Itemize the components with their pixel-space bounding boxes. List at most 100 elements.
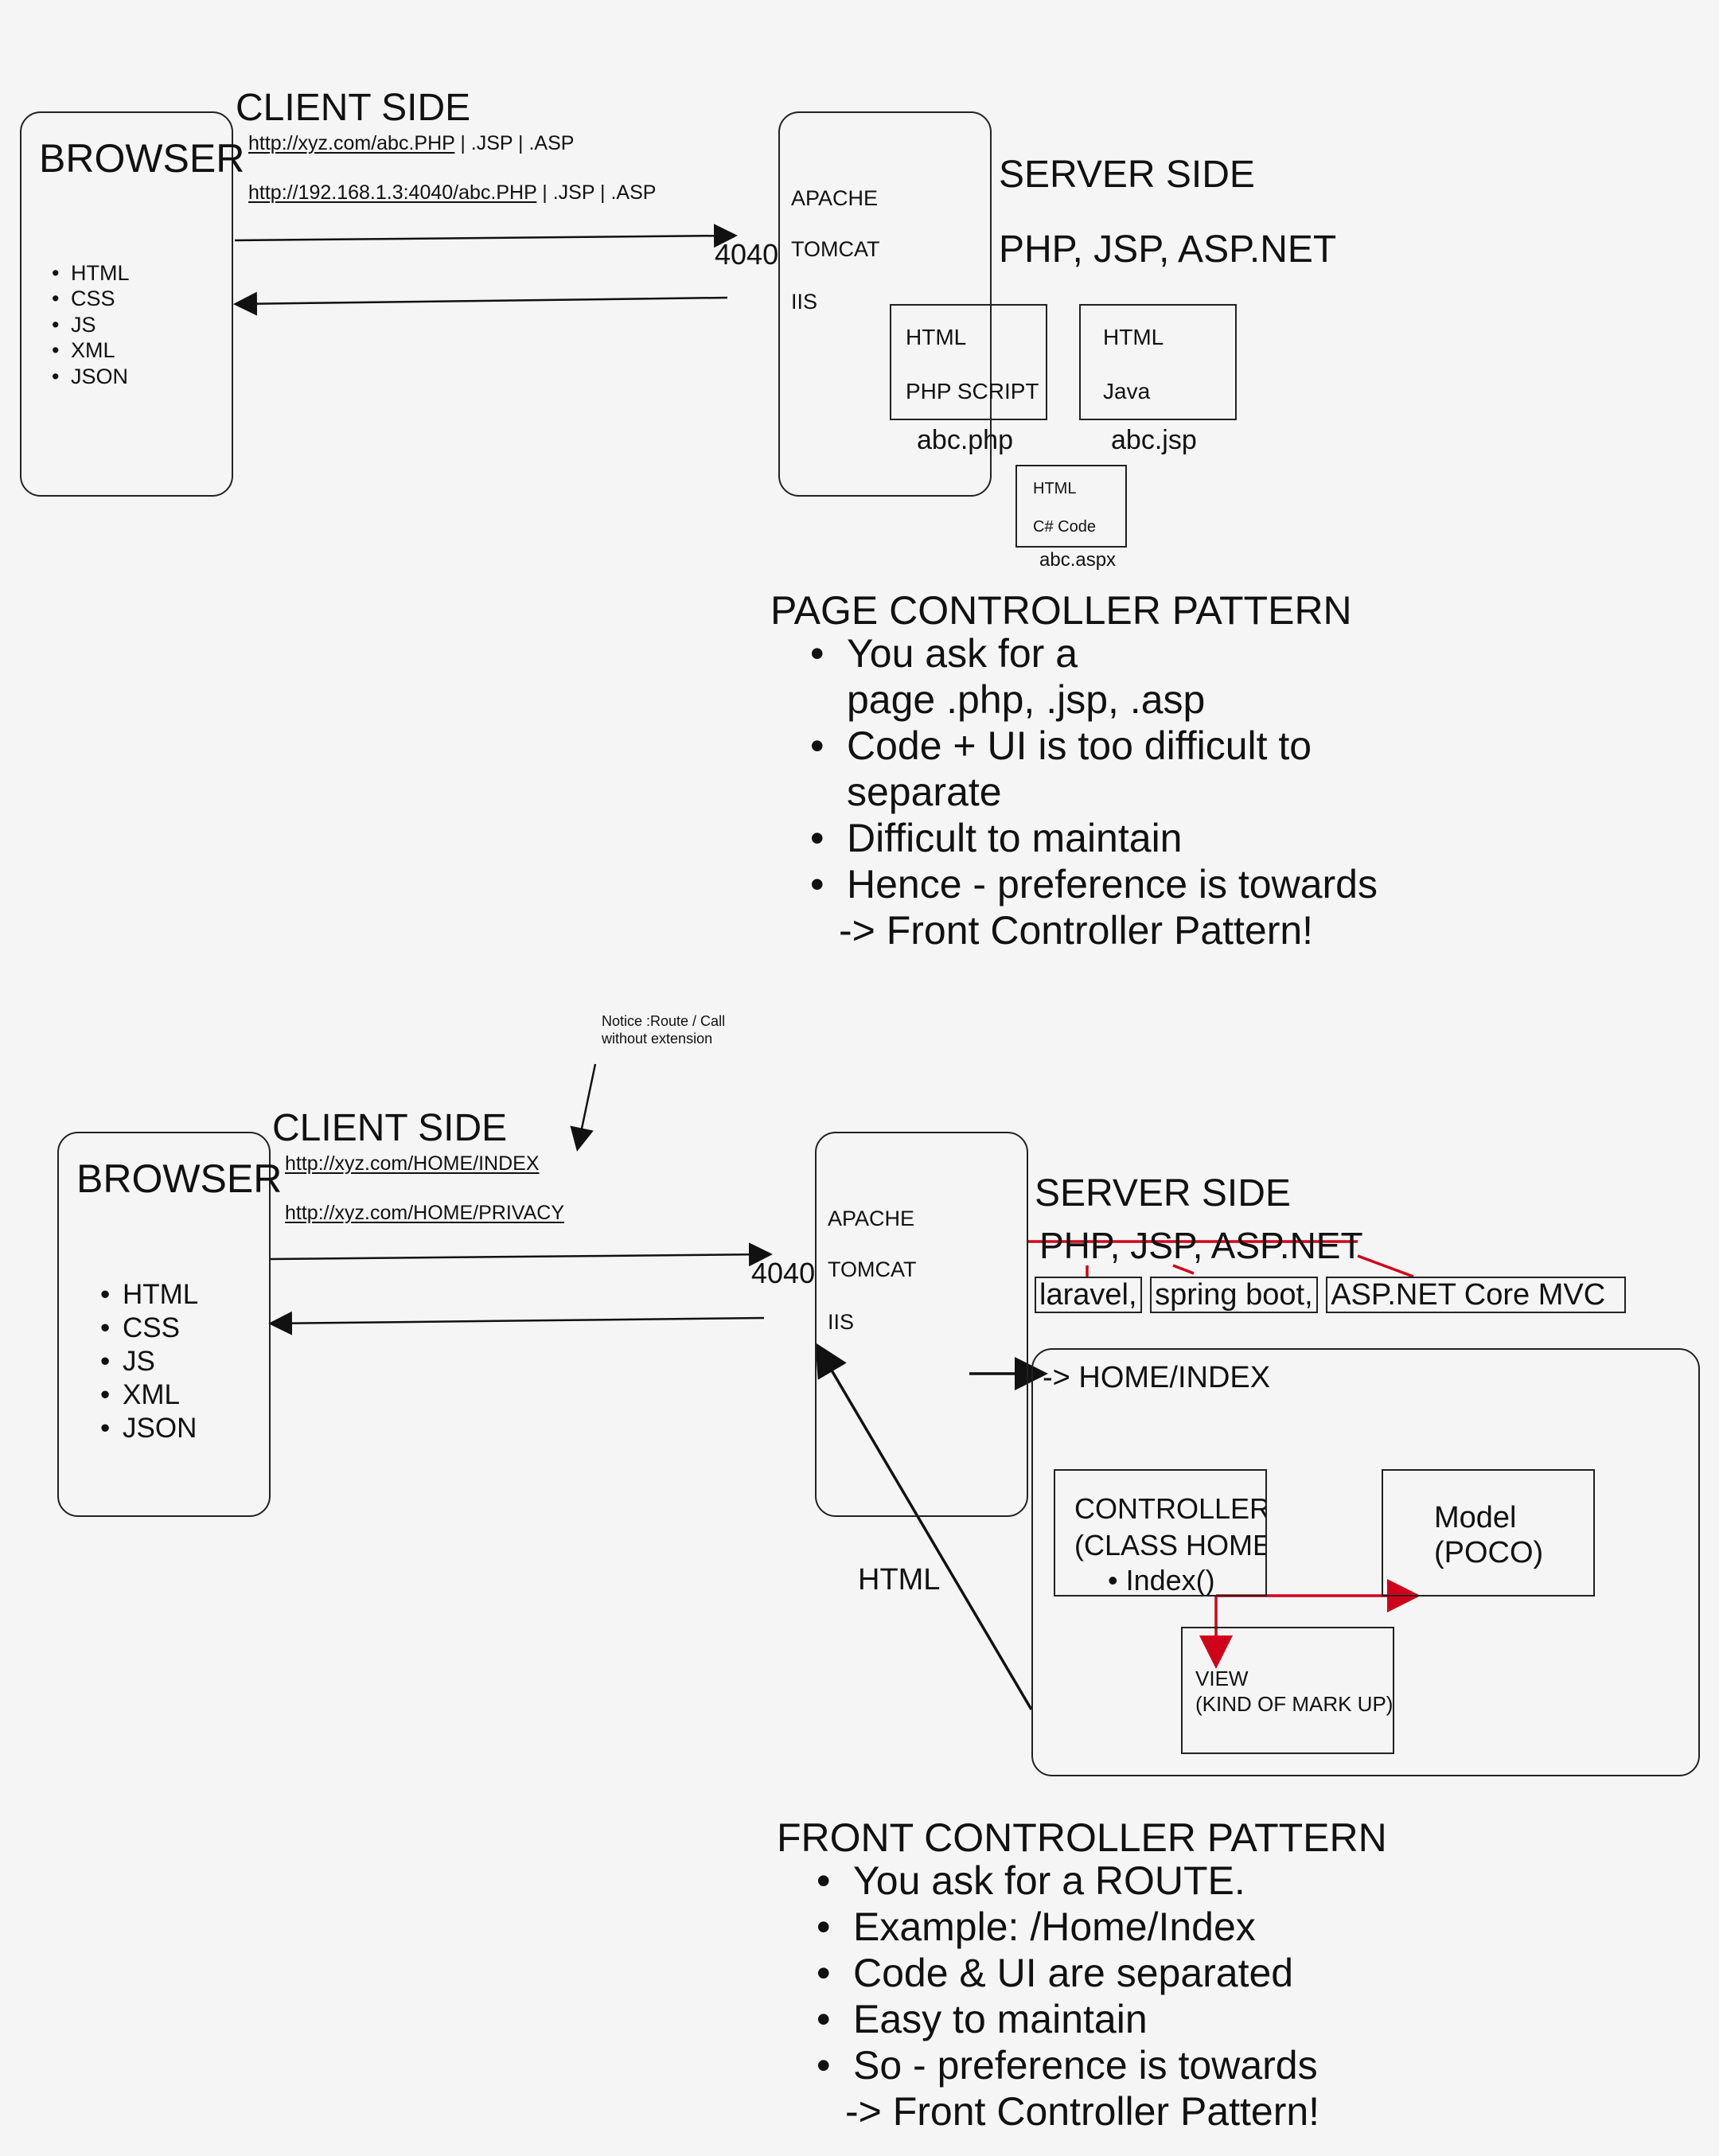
file-jsp-line2: Java <box>1103 379 1151 404</box>
top-url-1-rest: | .JSP | .ASP <box>454 132 575 154</box>
list-item: XML <box>52 337 130 364</box>
view-title: VIEW <box>1195 1667 1249 1690</box>
file-aspx-name: abc.aspx <box>1039 549 1117 571</box>
list-item: Difficult to maintain <box>847 816 1183 860</box>
model-box[interactable]: Model (POCO) <box>1382 1469 1595 1597</box>
top-url-2-link[interactable]: http://192.168.1.3:4040/abc.PHP <box>248 181 537 204</box>
top-server-title: SERVER SIDE <box>999 154 1255 196</box>
bottom-port-label: 4040 <box>751 1257 816 1289</box>
controller-action: • Index() <box>1108 1564 1215 1597</box>
bottom-server-tech-struck: PHP, JSP, ASP.NET <box>1039 1225 1363 1266</box>
bottom-response-arrow <box>268 1311 765 1335</box>
server-apache: APACHE <box>791 186 879 210</box>
list-item: Easy to maintain <box>853 1997 1148 2041</box>
file-php-box: HTML PHP SCRIPT <box>890 304 1047 420</box>
bottom-browser-label: BROWSER <box>76 1156 283 1201</box>
note-pointer-arrow <box>570 1063 597 1152</box>
list-item: JS <box>52 312 130 338</box>
list-item: JSON <box>100 1412 198 1445</box>
list-item: Code + UI is too difficult to <box>847 723 1312 768</box>
route-label: -> HOME/INDEX <box>1043 1361 1271 1394</box>
controller-action-label: Index() <box>1125 1564 1215 1597</box>
list-item: HTML <box>52 260 130 287</box>
top-client-title: CLIENT SIDE <box>236 87 471 129</box>
file-aspx-line2: C# Code <box>1033 518 1096 536</box>
list-item: • <box>810 631 824 676</box>
top-url-2-rest: | .JSP | .ASP <box>536 181 657 204</box>
list-item: Code & UI are separated <box>853 1951 1294 1995</box>
top-server-tech: PHP, JSP, ASP.NET <box>999 228 1337 271</box>
model-title: Model <box>1434 1501 1517 1534</box>
list-item: JS <box>100 1345 198 1378</box>
list-item: XML <box>100 1378 198 1412</box>
server-apache: APACHE <box>828 1207 915 1230</box>
list-item: • <box>817 1858 831 1903</box>
framework-aspnet-core-mvc: ASP.NET Core MVC <box>1326 1277 1627 1313</box>
file-aspx-line1: HTML <box>1033 480 1077 497</box>
framework-spring-boot: spring boot, <box>1150 1277 1318 1313</box>
file-aspx-box: HTML C# Code <box>1015 465 1127 548</box>
bottom-request-arrow <box>270 1242 773 1267</box>
spring-mark <box>1172 1264 1195 1275</box>
bottom-url-2[interactable]: http://xyz.com/HOME/PRIVACY <box>285 1202 565 1224</box>
file-php-line1: HTML <box>906 325 967 349</box>
list-item: -> Front Controller Pattern! <box>845 2089 1320 2134</box>
list-item: Example: /Home/Index <box>853 1905 1256 1949</box>
list-item: • <box>817 1997 831 2041</box>
framework-list: laravel, spring boot, ASP.NET Core MVC <box>1035 1277 1627 1313</box>
mvc-container: -> HOME/INDEX <box>1031 1348 1700 1776</box>
top-url-1: http://xyz.com/abc.PHP | .JSP | .ASP <box>248 134 574 154</box>
route-note-line2: without extension <box>602 1031 713 1047</box>
route-note-line1: Notice :Route / Call <box>602 1013 726 1029</box>
controller-title: CONTROLLER <box>1074 1492 1267 1525</box>
top-browser-box: BROWSER HTML CSS JS XML JSON <box>20 111 244 497</box>
framework-laravel: laravel, <box>1035 1277 1142 1313</box>
list-item: • <box>817 2043 831 2088</box>
list-item: JSON <box>52 364 130 390</box>
server-iis: IIS <box>828 1310 855 1334</box>
server-tomcat: TOMCAT <box>791 237 880 261</box>
list-item: • <box>810 862 824 906</box>
bottom-url-1[interactable]: http://xyz.com/HOME/INDEX <box>285 1152 540 1175</box>
server-tomcat: TOMCAT <box>828 1257 917 1281</box>
list-item: HTML <box>100 1278 198 1312</box>
controller-class: (CLASS HOME <box>1074 1529 1267 1561</box>
file-jsp-line1: HTML <box>1103 325 1164 349</box>
list-item: page .php, .jsp, .asp <box>847 677 1206 722</box>
list-item: You ask for a <box>847 631 1078 676</box>
server-iis: IIS <box>791 290 818 314</box>
file-php-line2: PHP SCRIPT <box>906 379 1039 404</box>
view-box[interactable]: VIEW (KIND OF MARK UP) <box>1181 1627 1394 1754</box>
bottom-server-box: APACHE TOMCAT IIS <box>815 1132 1028 1517</box>
list-item: Hence - preference is towards <box>847 862 1378 906</box>
list-item: CSS <box>52 286 130 312</box>
top-port-label: 4040 <box>715 238 779 271</box>
list-item: • <box>817 1905 831 1949</box>
file-jsp-box: HTML Java <box>1079 304 1237 420</box>
front-controller-title: FRONT CONTROLLER PATTERN <box>777 1815 1387 1860</box>
list-item: You ask for a ROUTE. <box>853 1858 1245 1903</box>
view-subtitle: (KIND OF MARK UP) <box>1195 1692 1394 1716</box>
list-item: • <box>817 1951 831 1995</box>
bottom-server-title: SERVER SIDE <box>1035 1172 1291 1214</box>
page-controller-title: PAGE CONTROLLER PATTERN <box>770 588 1352 633</box>
list-item: • <box>810 816 824 860</box>
html-return-arrow <box>815 1342 1033 1710</box>
list-item: -> Front Controller Pattern! <box>839 908 1314 953</box>
bottom-client-title: CLIENT SIDE <box>272 1107 508 1149</box>
top-response-arrow <box>233 291 728 316</box>
top-browser-list: HTML CSS JS XML JSON <box>52 260 130 389</box>
top-url-2: http://192.168.1.3:4040/abc.PHP | .JSP |… <box>248 183 656 203</box>
file-jsp-name: abc.jsp <box>1111 425 1197 455</box>
list-item: CSS <box>100 1312 198 1345</box>
model-subtitle: (POCO) <box>1434 1536 1544 1569</box>
html-return-label: HTML <box>858 1563 941 1597</box>
top-browser-label: BROWSER <box>39 136 245 181</box>
top-url-1-link[interactable]: http://xyz.com/abc.PHP <box>248 132 455 154</box>
controller-box[interactable]: CONTROLLER (CLASS HOME • Index() <box>1054 1469 1267 1597</box>
list-item: separate <box>847 770 1002 814</box>
bottom-browser-box: BROWSER HTML CSS JS XML JSON <box>57 1132 282 1517</box>
bottom-browser-list: HTML CSS JS XML JSON <box>100 1278 198 1445</box>
list-item: • <box>810 723 824 768</box>
